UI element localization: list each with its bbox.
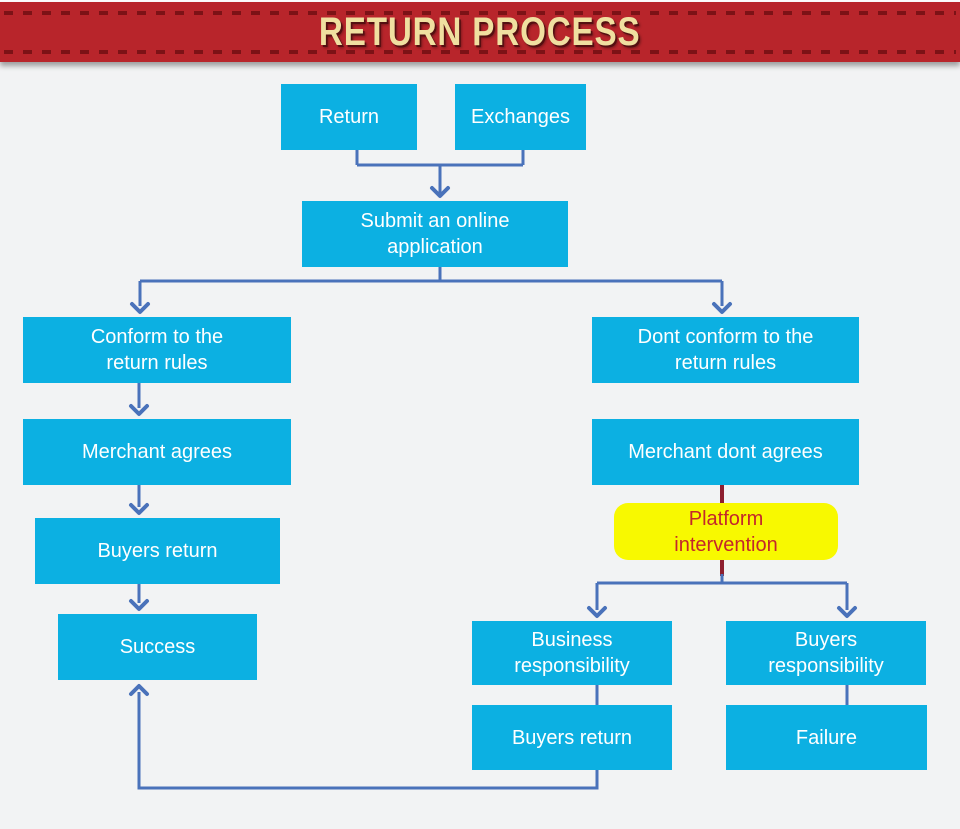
- connector-platform-split: [587, 560, 857, 618]
- node-conform-rules: Conform to the return rules: [23, 317, 291, 383]
- node-buyers-responsibility: Buyers responsibility: [726, 621, 926, 685]
- node-business-responsibility: Business responsibility: [472, 621, 672, 685]
- node-buyers-return-bottom: Buyers return: [472, 705, 672, 770]
- page-title: RETURN PROCESS: [319, 9, 641, 54]
- node-platform-intervention: Platform intervention: [614, 503, 838, 560]
- connector-conform-to-merchant-agrees: [129, 383, 149, 416]
- connector-buyers-return-to-success: [129, 584, 149, 611]
- node-success: Success: [58, 614, 257, 680]
- connector-return-exchanges-to-submit: [355, 150, 525, 198]
- node-merchant-agrees: Merchant agrees: [23, 419, 291, 485]
- node-dont-conform-rules: Dont conform to the return rules: [592, 317, 859, 383]
- banner-dashed-line-bottom: [4, 50, 956, 54]
- node-submit-application: Submit an online application: [302, 201, 568, 267]
- connector-submit-split: [130, 267, 732, 314]
- node-failure: Failure: [726, 705, 927, 770]
- banner-dashed-line-top: [4, 11, 956, 15]
- header-banner: RETURN PROCESS: [0, 2, 960, 62]
- node-return: Return: [281, 84, 417, 150]
- node-exchanges: Exchanges: [455, 84, 586, 150]
- node-buyers-return: Buyers return: [35, 518, 280, 584]
- node-merchant-dont-agrees: Merchant dont agrees: [592, 419, 859, 485]
- connector-merchant-agrees-to-buyers-return: [129, 485, 149, 515]
